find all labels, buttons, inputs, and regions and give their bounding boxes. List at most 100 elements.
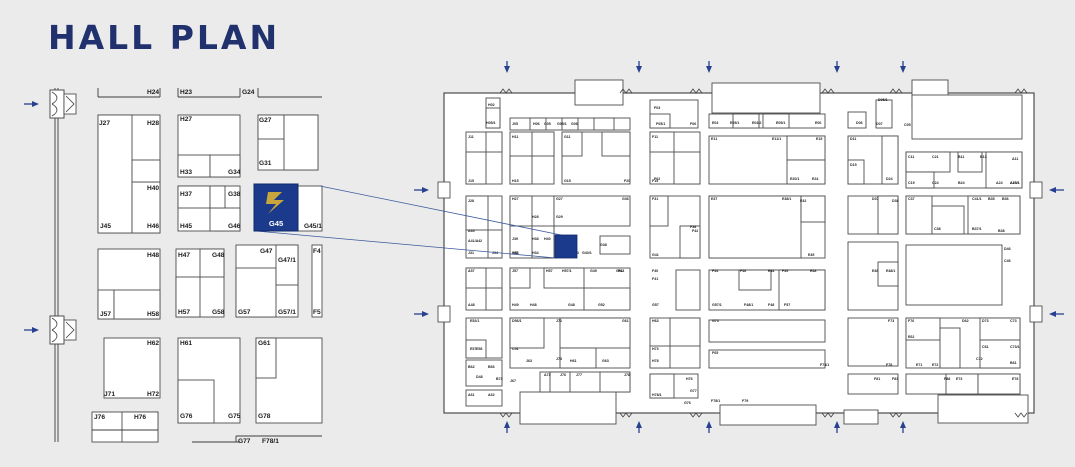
stand-label: J39 xyxy=(512,237,518,241)
stand-block xyxy=(103,337,161,399)
stand-block xyxy=(911,94,1023,140)
stand-block xyxy=(209,154,241,178)
stand-block xyxy=(957,151,983,173)
stand-label: G05 xyxy=(544,122,551,126)
stand-label: B66 xyxy=(488,365,495,369)
stand-label: D62 xyxy=(962,319,969,323)
entrance-arrow-icon xyxy=(834,66,840,73)
door-swing xyxy=(65,321,75,339)
stand-block xyxy=(465,359,503,387)
stand-label: E73 xyxy=(956,377,962,381)
stand-block xyxy=(485,107,501,129)
stand-label: D46 xyxy=(1004,247,1011,251)
entrance-arrow-icon xyxy=(32,101,39,107)
stand-block xyxy=(939,327,961,369)
stand-label: F15 xyxy=(652,179,658,183)
stand-label: F05/1 xyxy=(656,122,665,126)
stand-label: F20 xyxy=(624,179,630,183)
stand-block xyxy=(209,185,226,209)
stand-block xyxy=(977,373,1021,395)
stand-label: B73 xyxy=(496,377,503,381)
stand-block xyxy=(649,113,671,129)
stand-block xyxy=(985,151,1023,189)
stand-block xyxy=(847,159,865,185)
stand-label: B61 xyxy=(1010,361,1017,365)
stand-label: H61 xyxy=(180,340,192,347)
stand-block xyxy=(877,195,899,235)
stand-label: F02 xyxy=(654,177,660,181)
stand-label: J31 xyxy=(468,251,474,255)
zoom-connector-lines xyxy=(255,185,567,259)
stand-label: G61 xyxy=(622,319,629,323)
stand-label: A25/1 xyxy=(1010,181,1020,185)
stand-label: G24 xyxy=(242,89,255,96)
stand-block xyxy=(881,135,899,185)
stand-label: G40/1 xyxy=(582,251,592,255)
stand-label: E46 xyxy=(872,269,878,273)
stand-label: F78/1 xyxy=(711,399,720,403)
stand-block xyxy=(593,117,615,131)
stand-label: C05 xyxy=(904,123,911,127)
stand-block xyxy=(649,373,675,399)
stand-block xyxy=(673,151,701,185)
stand-label: J40 xyxy=(512,251,518,255)
stand-label: D05/1 xyxy=(878,98,888,102)
stand-label: C37 xyxy=(908,197,915,201)
stand-label: E62 xyxy=(908,335,914,339)
stand-label: D48 xyxy=(476,375,483,379)
stand-label: E03 xyxy=(712,121,718,125)
stand-label: E78 xyxy=(1012,377,1018,381)
stand-label: F79 xyxy=(742,399,748,403)
door-frame xyxy=(1029,181,1043,199)
stand-block xyxy=(275,244,299,286)
stand-label: H73 xyxy=(652,347,659,351)
door-glyph xyxy=(689,412,703,418)
stand-block xyxy=(786,135,826,161)
stand-label: F76 xyxy=(908,319,914,323)
stand-block xyxy=(509,155,533,185)
stand-label: H63 xyxy=(652,319,659,323)
stand-label: F43 xyxy=(618,269,624,273)
stand-block xyxy=(509,317,545,349)
stand-label: G31 xyxy=(259,160,272,167)
stand-label: G46 xyxy=(228,223,241,230)
stand-block xyxy=(177,379,215,424)
entrance-arrow-icon xyxy=(706,421,712,428)
highlighted-stand[interactable]: G45 xyxy=(253,183,578,259)
stand-label: G51 xyxy=(616,269,623,273)
stand-block xyxy=(675,269,701,311)
door-glyph xyxy=(1014,412,1028,418)
stand-block xyxy=(131,181,161,234)
door-swing xyxy=(51,91,58,117)
stand-label: E38/1 xyxy=(782,197,791,201)
stand-label: H49 xyxy=(512,303,519,307)
stand-block xyxy=(847,317,899,367)
stand-label: G49 xyxy=(590,269,597,273)
stand-label: J71 xyxy=(104,391,115,398)
stand-block xyxy=(131,159,161,183)
stand-block xyxy=(543,267,585,289)
stand-block xyxy=(559,317,631,349)
stand-label: G29 xyxy=(556,215,563,219)
stand-label: D07 xyxy=(876,122,883,126)
stand-label: H48 xyxy=(147,252,159,259)
stand-label: G48 xyxy=(212,252,225,259)
stand-label: A73 xyxy=(544,373,551,377)
stand-block xyxy=(905,171,935,189)
stand-label: F03 xyxy=(654,106,660,110)
stand-label: G61 xyxy=(258,340,271,347)
highlight-box-overview xyxy=(554,234,578,259)
stand-label: H33 xyxy=(180,169,192,176)
stand-label: H72 xyxy=(147,391,159,398)
stand-label: E48 xyxy=(810,269,816,273)
stand-block xyxy=(553,195,631,227)
door-swing xyxy=(51,317,58,343)
stand-block xyxy=(967,195,1021,235)
stand-label: H24 xyxy=(147,89,159,96)
stand-label: G11 xyxy=(564,135,571,139)
stand-label: E72 xyxy=(932,363,938,367)
stand-block xyxy=(875,99,893,129)
stand-label: H37 xyxy=(180,191,192,198)
stand-block xyxy=(175,276,201,318)
